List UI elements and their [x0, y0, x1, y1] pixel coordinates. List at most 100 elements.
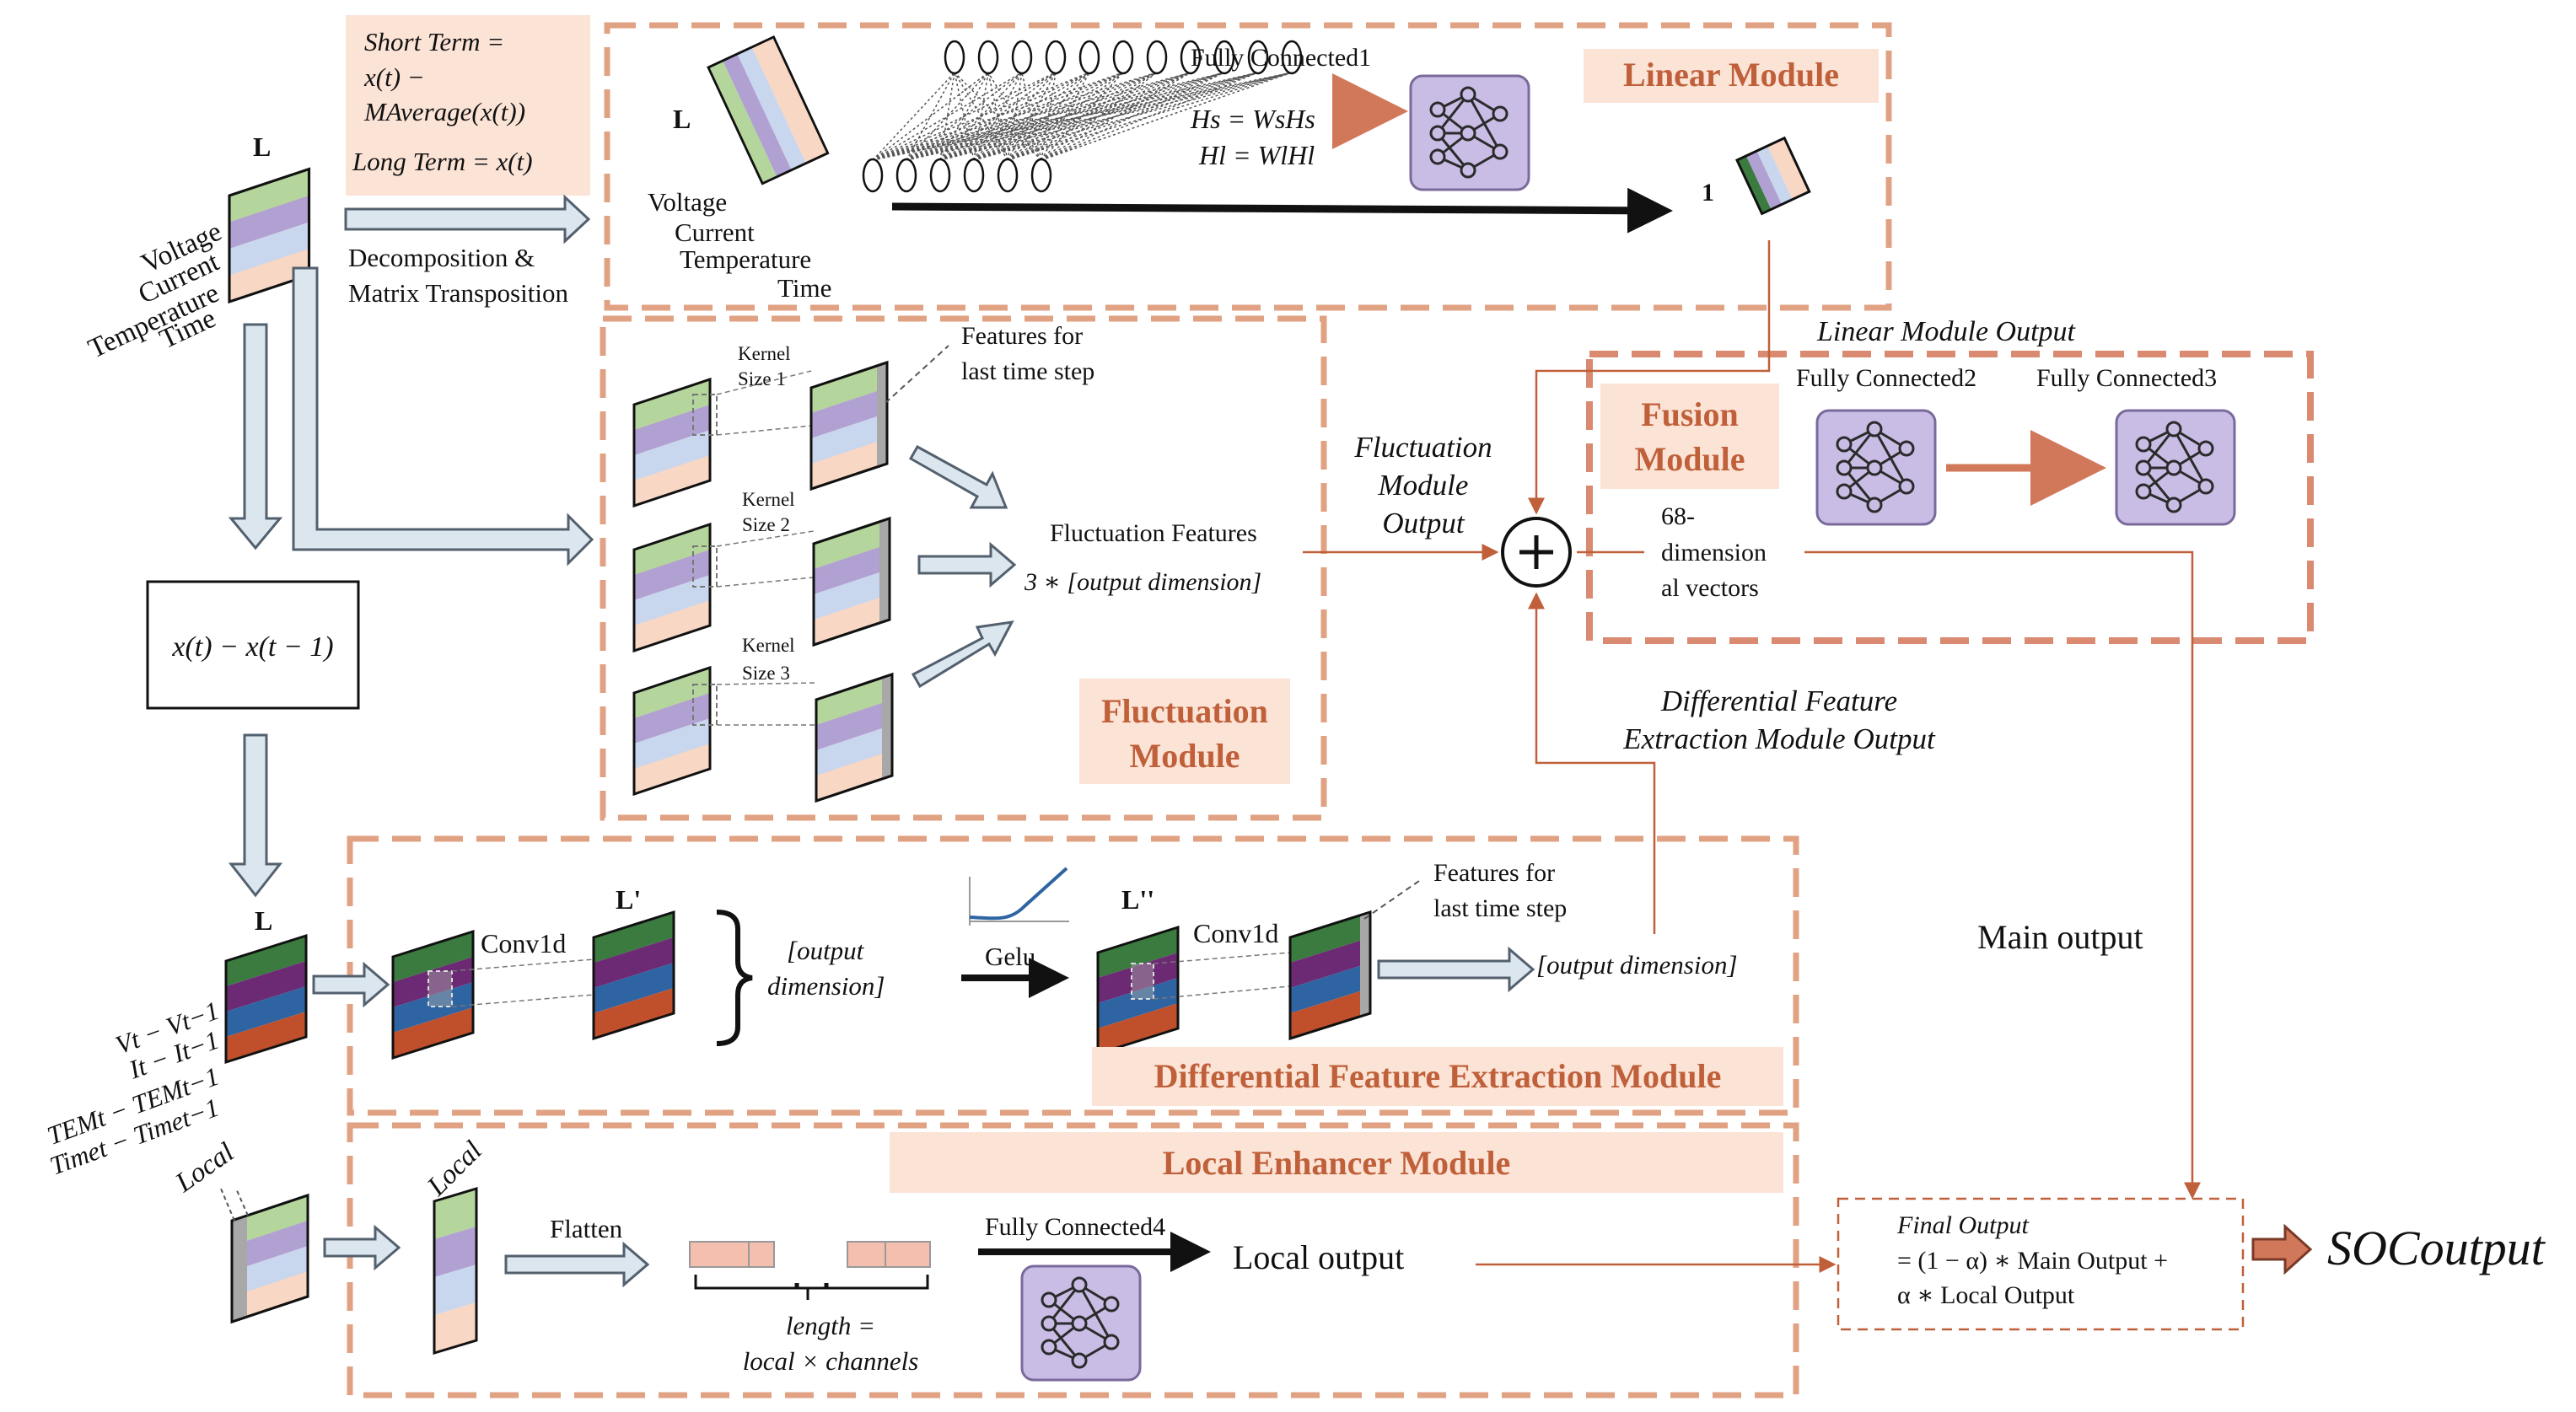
neuron-connection-line: [987, 72, 1042, 161]
linear-eq1: Hs = WsHs: [1190, 104, 1315, 134]
local-module-border: [347, 1122, 1799, 1399]
fluct-feat-last2: last time step: [961, 357, 1094, 385]
neuron-node: [862, 158, 884, 193]
neuron-node: [1112, 40, 1134, 75]
soc-output-label: SOCoutput: [2327, 1221, 2546, 1275]
linear-L-label: L: [673, 104, 691, 134]
soc-arrow: [2251, 1223, 2313, 1275]
kernel1-label-b: Size 1: [738, 368, 786, 389]
local2-label: Local: [421, 1136, 487, 1202]
main-output-line: [1804, 550, 2201, 1200]
diff-feat-last-leader: [1363, 880, 1420, 920]
decomposition-box: [346, 15, 590, 196]
local-output-label: Local output: [1233, 1238, 1404, 1276]
final-output-box: [1837, 1197, 2245, 1331]
neuron-connection-line: [1041, 72, 1191, 161]
fluct-output2: Module: [1378, 469, 1469, 502]
neuron-connection-line: [906, 72, 1023, 161]
neuron-node: [963, 158, 985, 193]
neuron-node: [895, 158, 917, 193]
long-term-label: Long Term = x(t): [352, 147, 533, 176]
diff-out-dim: [output dimension]: [1536, 950, 1738, 980]
neuron-node: [1213, 40, 1235, 75]
diff-brace: [716, 910, 753, 1046]
neuron-node: [944, 40, 965, 75]
linear-feature-time: Time: [777, 273, 831, 303]
neuron-connection-line: [954, 72, 1042, 161]
neuron-connection-line: [1041, 72, 1259, 161]
decomposition-label1: Decomposition &: [348, 243, 535, 272]
gelu-label: Gelu: [985, 942, 1035, 971]
input-L-label: L: [253, 132, 271, 162]
differential-title: Differential Feature Extraction Module: [1154, 1057, 1722, 1095]
local1-label: Local: [169, 1137, 239, 1199]
fluctuation-branch-3: [632, 666, 892, 801]
fc4-label: Fully Connected4: [985, 1213, 1165, 1241]
linear-output-label: Linear Module Output: [1816, 316, 2077, 347]
neuron-connection-line: [1041, 72, 1293, 161]
local-input-matrix: [230, 1193, 309, 1324]
linear-out-one: 1: [1702, 179, 1714, 207]
local-title: Local Enhancer Module: [1163, 1144, 1511, 1182]
fusion-vec2: dimension: [1661, 539, 1767, 566]
diff-feat-last2: last time step: [1433, 894, 1567, 922]
local-arrow-1: [323, 1224, 401, 1271]
flatten-label: Flatten: [550, 1214, 623, 1243]
linear-title-bg: [1584, 49, 1879, 103]
fc1-label: Fully Connected1: [1191, 44, 1371, 72]
orange-connectors: [1303, 240, 2201, 1273]
diff-L-label: L: [255, 905, 272, 936]
length-label1: length =: [786, 1311, 875, 1340]
flattened-vector: [689, 1241, 931, 1300]
fluctuation-title-bg: [1079, 679, 1290, 784]
short-term-expr1: x(t) −: [363, 62, 425, 92]
neuron-connection-line: [973, 72, 1293, 161]
neuron-connection-line: [1041, 72, 1158, 161]
short-term-label: Short Term =: [364, 27, 504, 56]
neuron-node: [1078, 40, 1100, 75]
neuron-connection-line: [906, 72, 955, 161]
neuron-connection-line: [1007, 72, 1057, 161]
diff-conv-line2: [451, 994, 594, 1007]
neuron-node: [997, 158, 1019, 193]
local1-leader-b: [235, 1188, 249, 1216]
diff-L1-label: L': [616, 884, 641, 915]
diff-conv1-label: Conv1d: [481, 928, 566, 958]
fc3-icon: [2115, 409, 2236, 526]
kernel1-label-a: Kernel: [738, 343, 791, 364]
fluctuation-title1: Fluctuation: [1101, 692, 1268, 730]
linear-long-arrow: [891, 187, 1673, 234]
fluctuation-title2: Module: [1129, 737, 1240, 775]
neuron-connection-line: [939, 72, 989, 161]
neuron-layer-top: [944, 40, 1303, 75]
diff-conv2-window: [1131, 963, 1154, 1000]
fusion-title-bg: [1600, 384, 1779, 489]
diff-conv2-line2: [1153, 985, 1291, 1000]
fc2-icon: [1815, 409, 1937, 526]
neuron-connection-line: [872, 72, 989, 161]
fusion-vec3: al vectors: [1661, 574, 1759, 602]
diff-in-arrow: [312, 961, 390, 1008]
difference-box: [146, 580, 360, 710]
neuron-connection-line: [1041, 72, 1090, 161]
main-output-label: Main output: [1977, 918, 2143, 956]
neuron-connection-line: [1041, 72, 1225, 161]
diff-matrix-d: [1288, 910, 1372, 1041]
diff-bracket1: [output: [787, 936, 865, 965]
linear-feature-voltage: Voltage: [648, 187, 727, 217]
diff-input-matrix: [224, 934, 308, 1064]
fusion-title1: Fusion: [1641, 395, 1739, 433]
linear-to-plus-line: [1528, 240, 1771, 515]
difference-label: x(t) − x(t − 1): [171, 631, 333, 663]
fluct-output1: Fluctuation: [1353, 431, 1492, 464]
kernel3-label-a: Kernel: [742, 635, 795, 656]
decomposition-label2: Matrix Transposition: [348, 278, 568, 308]
difference-down-arrow: [228, 733, 283, 898]
flatten-arrow: [504, 1241, 650, 1288]
fluct-feat-last1: Features for: [961, 322, 1083, 350]
short-term-expr2: MAverage(x(t)): [363, 97, 525, 126]
neuron-connection-line: [973, 72, 1023, 161]
neuron-connection-line: [872, 72, 1191, 161]
neuron-node: [1281, 40, 1303, 75]
